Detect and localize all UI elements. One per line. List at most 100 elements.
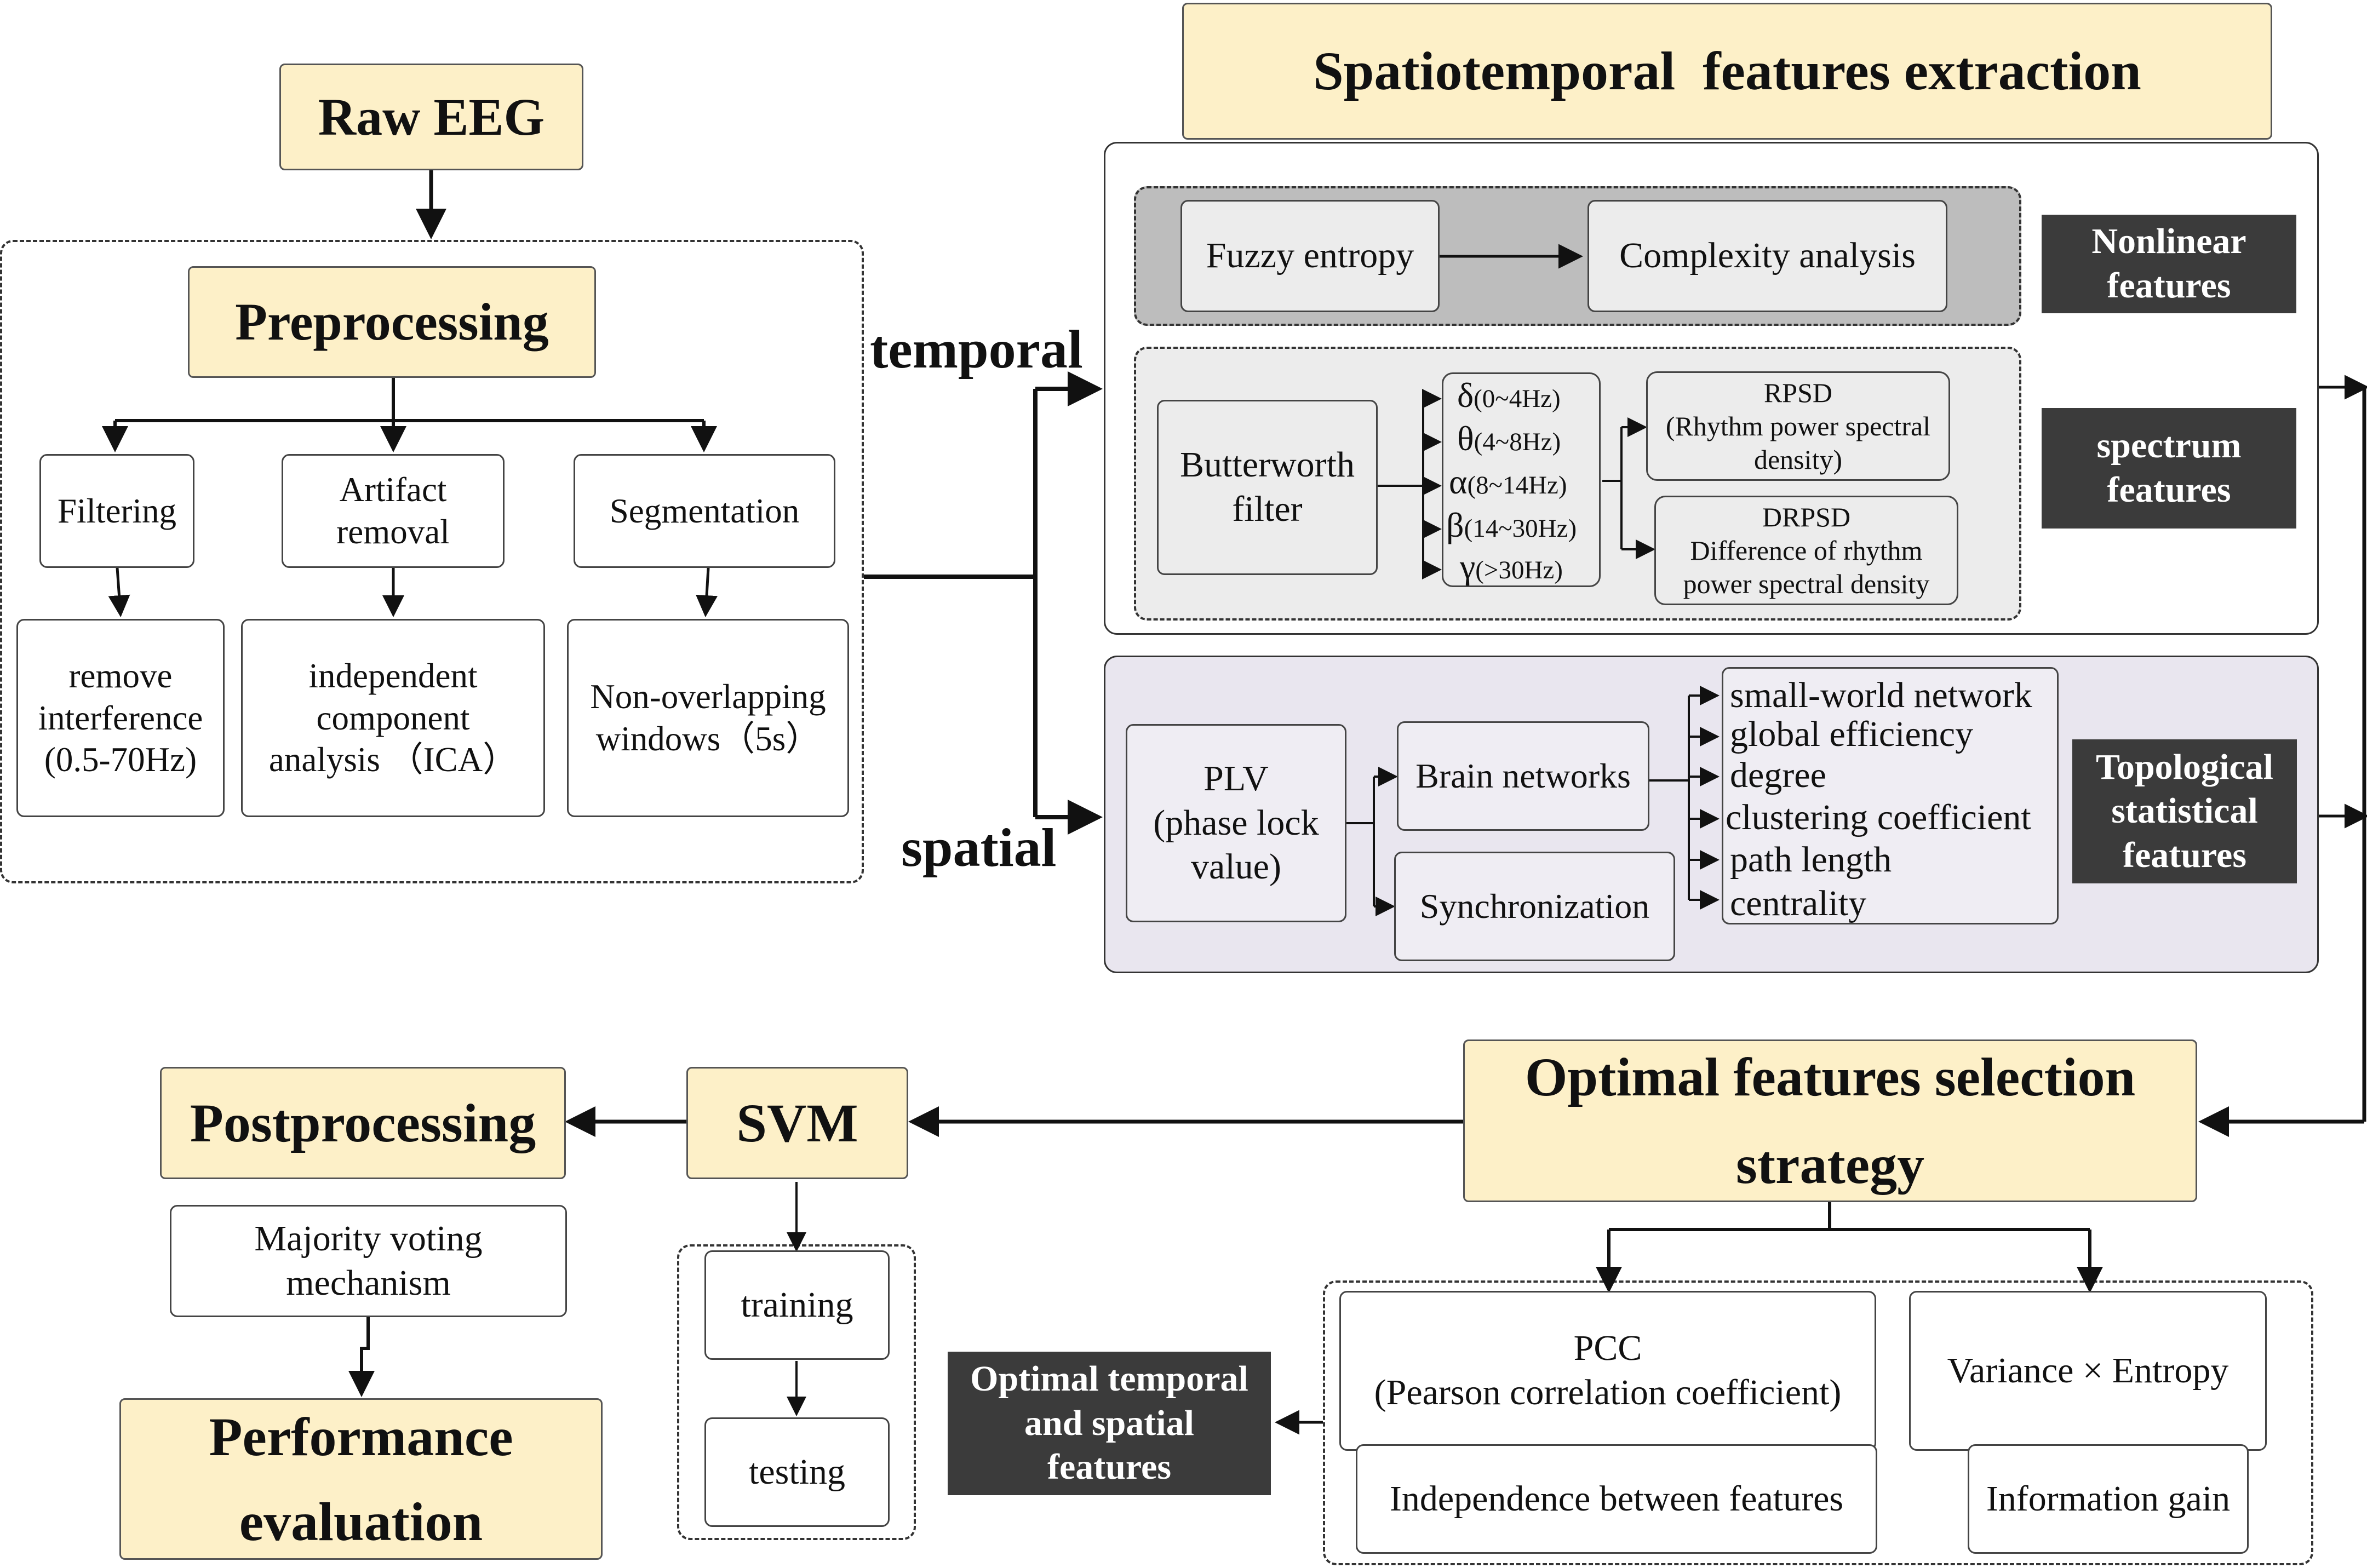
artifact-detail-line3: analysis （ICA）	[268, 740, 518, 779]
performance-line2: evaluation	[239, 1491, 483, 1552]
band-beta-symbol: β	[1446, 506, 1464, 544]
band-delta: δ(0~4Hz)	[1457, 375, 1561, 416]
topo-clustering-coefficient: clustering coefficient	[1726, 797, 2031, 837]
drpsd-line2: Difference of rhythm	[1690, 535, 1923, 566]
nonlinear-features-tag: Nonlinear features	[2042, 215, 2296, 313]
artifact-detail-box: independent component analysis （ICA）	[241, 619, 545, 817]
pcc-line1: PCC	[1573, 1328, 1642, 1369]
filtering-label: Filtering	[58, 491, 176, 530]
majority-line2: mechanism	[286, 1262, 451, 1303]
band-beta: β(14~30Hz)	[1446, 505, 1577, 545]
information-gain-box: Information gain	[1968, 1444, 2249, 1554]
training-box: training	[704, 1250, 890, 1360]
svm-box: SVM	[686, 1067, 908, 1179]
complexity-analysis-label: Complexity analysis	[1619, 236, 1916, 276]
independence-label: Independence between features	[1389, 1478, 1844, 1519]
synchronization-label: Synchronization	[1419, 886, 1650, 926]
band-alpha-symbol: α	[1449, 462, 1468, 501]
segmentation-detail-line1: Non-overlapping	[590, 677, 826, 716]
topo-tag-line1: Topological	[2096, 746, 2273, 787]
optimal-selection-box: Optimal features selection strategy	[1463, 1039, 2197, 1202]
band-gamma-range: (>30Hz)	[1475, 556, 1563, 584]
filter-detail-line2: interference	[38, 698, 203, 737]
band-delta-range: (0~4Hz)	[1474, 384, 1561, 413]
rpsd-line3: density)	[1753, 444, 1843, 475]
majority-line1: Majority voting	[254, 1218, 483, 1259]
segmentation-box: Segmentation	[574, 454, 835, 568]
band-delta-symbol: δ	[1457, 376, 1474, 415]
spectrum-features-tag: spectrum features	[2042, 408, 2296, 529]
extraction-title-box: Spatiotemporal features extraction	[1182, 3, 2272, 140]
nonlinear-tag-line2: features	[2107, 266, 2231, 306]
drpsd-box: DRPSD Difference of rhythm power spectra…	[1654, 496, 1958, 605]
optimal-selection-line2: strategy	[1735, 1134, 1925, 1195]
frequency-bands-box	[1442, 372, 1601, 587]
segmentation-detail-line2: windows（5s）	[595, 720, 821, 758]
band-theta-range: (4~8Hz)	[1474, 428, 1561, 456]
band-gamma: γ(>30Hz)	[1460, 547, 1563, 587]
artifact-removal-box: Artifact removal	[282, 454, 505, 568]
segmentation-label: Segmentation	[609, 491, 800, 530]
variance-entropy-box: Variance × Entropy	[1909, 1291, 2267, 1451]
fuzzy-entropy-box: Fuzzy entropy	[1180, 200, 1440, 312]
plv-line2: (phase lock	[1153, 802, 1319, 843]
spatial-label: spatial	[901, 817, 1057, 878]
plv-line1: PLV	[1203, 759, 1269, 799]
band-alpha-range: (8~14Hz)	[1467, 471, 1567, 499]
band-gamma-symbol: γ	[1460, 547, 1476, 586]
selection-methods-container	[1323, 1280, 2313, 1565]
brain-networks-label: Brain networks	[1415, 756, 1631, 795]
training-label: training	[741, 1284, 853, 1325]
pcc-line2: (Pearson correlation coefficient)	[1374, 1372, 1842, 1412]
topo-centrality: centrality	[1730, 883, 1867, 923]
filter-detail-line3: (0.5-70Hz)	[44, 740, 197, 779]
band-theta: θ(4~8Hz)	[1457, 418, 1561, 459]
fuzzy-entropy-label: Fuzzy entropy	[1206, 236, 1414, 276]
preprocessing-label: Preprocessing	[235, 292, 549, 352]
postprocessing-label: Postprocessing	[190, 1092, 536, 1153]
artifact-label-line1: Artifact	[339, 470, 447, 509]
extraction-title: Spatiotemporal features extraction	[1313, 41, 2141, 101]
plv-line3: value)	[1191, 847, 1281, 887]
topological-features-tag: Topological statistical features	[2072, 739, 2297, 883]
artifact-detail-line1: independent	[308, 656, 478, 695]
artifact-detail-line2: component	[316, 698, 470, 737]
optimal-tag-line3: features	[1047, 1447, 1172, 1487]
topo-global-efficiency: global efficiency	[1730, 714, 1974, 754]
plv-box: PLV (phase lock value)	[1126, 724, 1346, 922]
optimal-features-tag: Optimal temporal and spatial features	[948, 1352, 1271, 1495]
performance-line1: Performance	[209, 1406, 513, 1467]
optimal-selection-line1: Optimal features selection	[1524, 1046, 2136, 1107]
preprocessing-box: Preprocessing	[188, 266, 596, 378]
testing-label: testing	[749, 1451, 845, 1492]
topological-list-box	[1722, 667, 2059, 924]
independence-box: Independence between features	[1356, 1444, 1877, 1554]
postprocessing-box: Postprocessing	[160, 1067, 566, 1179]
band-theta-symbol: θ	[1457, 419, 1474, 458]
spectrum-tag-line1: spectrum	[2096, 426, 2242, 466]
topo-path-length: path length	[1730, 840, 1892, 880]
segmentation-detail-box: Non-overlapping windows（5s）	[567, 619, 849, 817]
butterworth-filter-box: Butterworth filter	[1157, 400, 1378, 575]
topo-degree: degree	[1730, 755, 1826, 795]
temporal-label: temporal	[870, 319, 1083, 380]
filtering-box: Filtering	[39, 454, 194, 568]
butterworth-line2: filter	[1232, 489, 1303, 529]
spectrum-tag-line2: features	[2107, 470, 2231, 510]
optimal-tag-line1: Optimal temporal	[970, 1359, 1248, 1399]
nonlinear-tag-line1: Nonlinear	[2091, 221, 2246, 262]
performance-evaluation-box: Performance evaluation	[119, 1398, 603, 1560]
testing-box: testing	[704, 1417, 890, 1527]
majority-voting-box: Majority voting mechanism	[170, 1205, 567, 1317]
information-gain-label: Information gain	[1986, 1478, 2231, 1519]
topo-tag-line3: features	[2122, 835, 2247, 875]
drpsd-line1: DRPSD	[1762, 501, 1851, 532]
rpsd-line2: (Rhythm power spectral	[1665, 410, 1931, 441]
rpsd-box: RPSD (Rhythm power spectral density)	[1646, 371, 1950, 481]
pcc-box: PCC (Pearson correlation coefficient)	[1339, 1291, 1876, 1451]
topo-tag-line2: statistical	[2111, 791, 2258, 831]
band-beta-range: (14~30Hz)	[1464, 514, 1577, 543]
topo-small-world: small-world network	[1730, 675, 2032, 715]
